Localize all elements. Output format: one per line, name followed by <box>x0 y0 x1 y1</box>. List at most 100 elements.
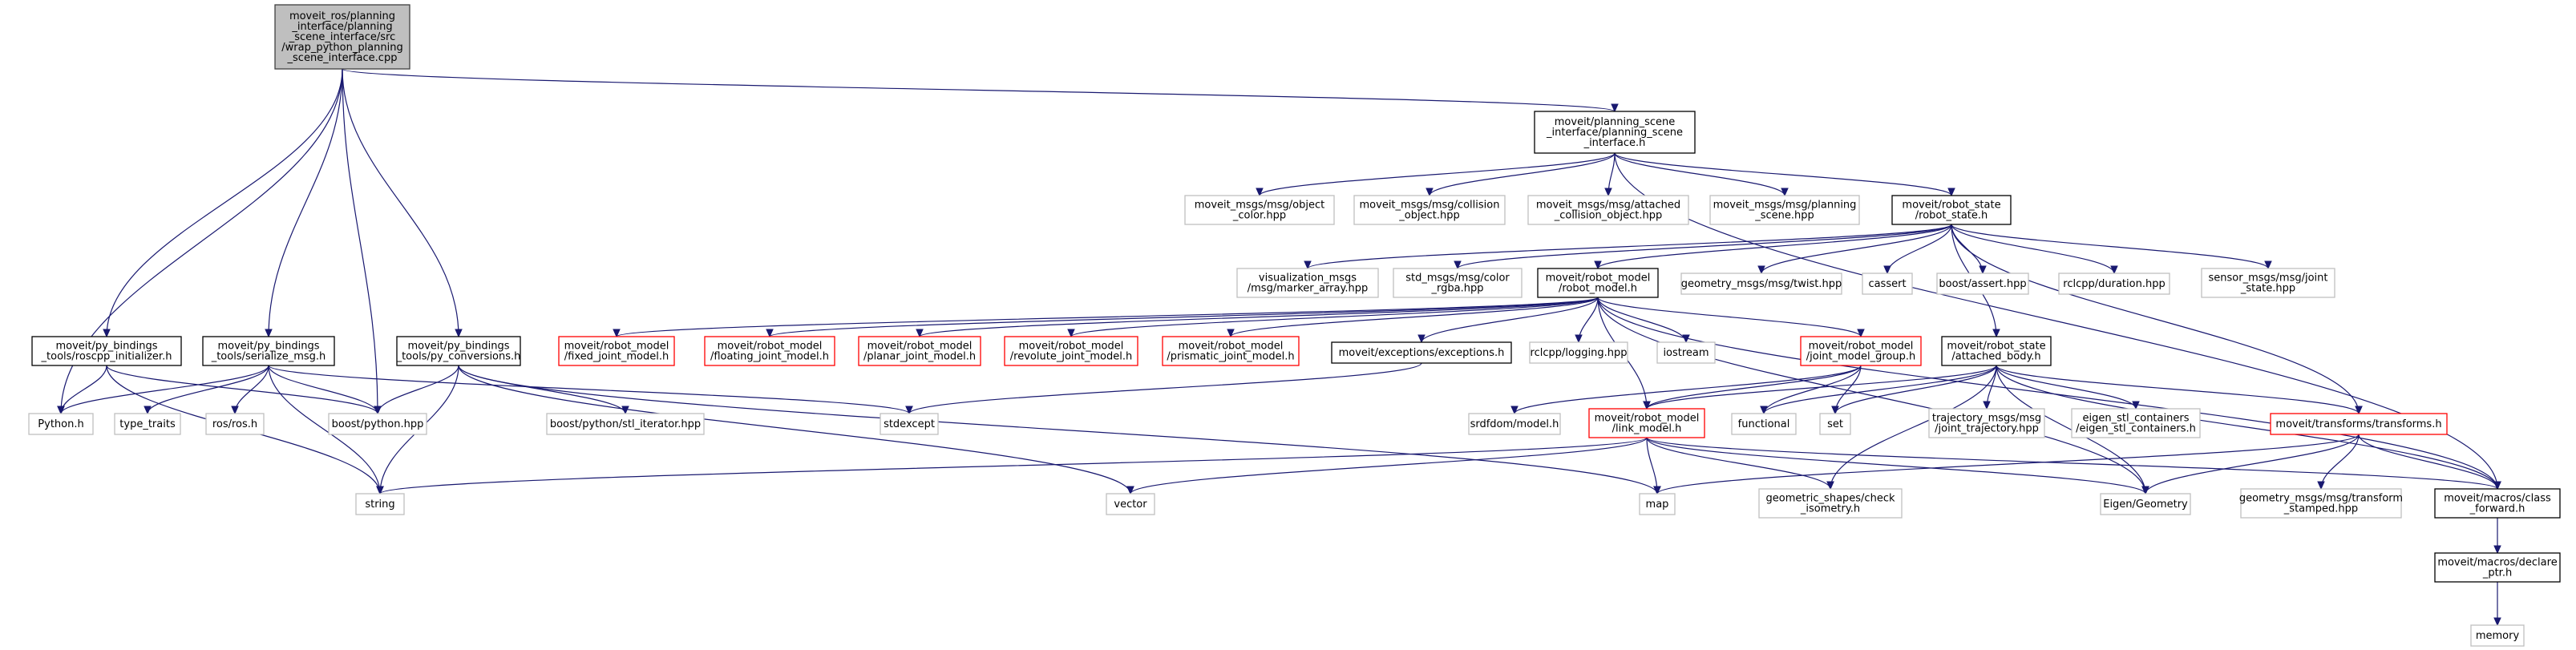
node-label-line: iostream <box>1663 347 1709 359</box>
edge-psi-to-robot_state <box>1614 152 1955 197</box>
edge-robot_model-to-pris_jm <box>1227 297 1599 338</box>
node-label-line: moveit_ros/planning <box>289 10 395 22</box>
node-float-jm[interactable]: moveit/robot_model/floating_joint_model.… <box>704 336 835 366</box>
node-label-line: moveit/robot_model <box>1809 341 1914 353</box>
node-label-line: /robot_model.h <box>1559 283 1637 295</box>
node-boost-python: boost/python.hpp <box>328 413 427 435</box>
edge-root-to-serialize <box>265 68 343 338</box>
node-exceptions[interactable]: moveit/exceptions/exceptions.h <box>1331 341 1512 364</box>
node-declare-ptr[interactable]: moveit/macros/declare_ptr.h <box>2434 552 2561 583</box>
edge-jmg-to-srdf <box>1510 365 1862 415</box>
node-label-line: moveit/macros/declare <box>2437 557 2557 569</box>
edge-robot_model-to-rev_jm <box>1067 297 1599 338</box>
node-label-line: /fixed_joint_model.h <box>564 351 669 363</box>
node-label-line: _tools/py_conversions.h <box>396 351 521 363</box>
node-label-line: ros/ros.h <box>212 418 257 430</box>
edge-robot_model-to-jmg <box>1597 297 1865 338</box>
node-label-line: /msg/marker_array.hpp <box>1248 283 1368 295</box>
edge-link_model-to-string <box>376 437 1648 495</box>
node-logging: rclcpp/logging.hpp <box>1529 341 1628 364</box>
edge-exceptions-to-stdexcept <box>905 362 1422 415</box>
node-class-fwd[interactable]: moveit/macros/class_forward.h <box>2434 488 2561 519</box>
node-layer: moveit_ros/planning_interface/planning_s… <box>28 4 2561 647</box>
node-jmg[interactable]: moveit/robot_model/joint_model_group.h <box>1800 336 1922 366</box>
node-label-line: moveit/py_bindings <box>55 341 157 353</box>
edge-jmg-to-link_model <box>1643 365 1862 410</box>
node-ros-h: ros/ros.h <box>205 413 265 435</box>
node-label-line: eigen_stl_containers <box>2083 413 2190 425</box>
node-label-line: boost/assert.hpp <box>1939 278 2026 290</box>
node-fixed-jm[interactable]: moveit/robot_model/fixed_joint_model.h <box>558 336 675 366</box>
node-python-h: Python.h <box>28 413 94 435</box>
node-label-line: /floating_joint_model.h <box>710 351 829 363</box>
edge-robot_model-to-exceptions <box>1417 297 1599 344</box>
node-label-line: geometry_msgs/msg/transform <box>2239 493 2403 505</box>
edge-robot_model-to-planar_jm <box>916 297 1599 338</box>
node-roscpp-init[interactable]: moveit/py_bindings_tools/roscpp_initiali… <box>31 336 182 366</box>
node-color-rgba: std_msgs/msg/color_rgba.hpp <box>1393 268 1523 298</box>
edge-robot_state-to-robot_model <box>1594 224 1952 270</box>
node-label-line: _object.hpp <box>1398 210 1459 222</box>
node-label-line: _interface/planning_scene <box>1546 127 1683 139</box>
node-vector: vector <box>1106 493 1155 515</box>
node-label-line: /wrap_python_planning <box>281 42 402 54</box>
node-label-line: moveit/py_bindings <box>407 341 509 353</box>
node-label-line: _interface/planning <box>291 21 392 33</box>
node-py-conv[interactable]: moveit/py_bindings_tools/py_conversions.… <box>396 336 521 366</box>
node-label-line: geometry_msgs/msg/twist.hpp <box>1681 278 1842 290</box>
node-label-line: moveit/robot_model <box>1595 413 1700 425</box>
node-label-line: moveit_msgs/msg/planning <box>1713 200 1857 212</box>
node-transforms[interactable]: moveit/transforms/transforms.h <box>2270 413 2448 435</box>
node-coll-obj: moveit_msgs/msg/collision_object.hpp <box>1353 195 1506 225</box>
edge-robot_state-to-cassert <box>1883 224 1952 275</box>
node-serialize[interactable]: moveit/py_bindings_tools/serialize_msg.h <box>202 336 335 366</box>
node-root[interactable]: moveit_ros/planning_interface/planning _s… <box>274 4 410 70</box>
node-label-line: _tools/roscpp_initializer.h <box>41 351 172 363</box>
node-robot-model[interactable]: moveit/robot_model/robot_model.h <box>1537 268 1659 298</box>
node-stdexcept: stdexcept <box>880 413 939 435</box>
node-check-iso: geometric_shapes/check_isometry.h <box>1758 488 1903 519</box>
node-string: string <box>355 493 405 515</box>
edge-robot_model-to-logging <box>1575 297 1599 344</box>
edge-roscpp_init-to-python_h <box>57 365 107 415</box>
edge-attached-to-set <box>1831 365 1997 415</box>
edge-robot_model-to-float_jm <box>766 297 1599 338</box>
edge-py_conv-to-boost_python <box>374 365 459 415</box>
node-label-line: _scene_interface.cpp <box>287 52 398 64</box>
node-attached[interactable]: moveit/robot_state/attached_body.h <box>1941 336 2052 366</box>
node-label-line: /eigen_stl_containers.h <box>2076 423 2196 435</box>
node-link-model[interactable]: moveit/robot_model/link_model.h <box>1588 408 1705 438</box>
node-label-line: set <box>1827 418 1843 430</box>
edge-transforms-to-tf_stamped <box>2317 434 2360 491</box>
edge-transforms-to-eigen_geo <box>2141 434 2360 495</box>
node-label-line: cassert <box>1868 278 1906 290</box>
node-label-line: moveit_msgs/msg/object <box>1195 200 1325 212</box>
node-ps-msg: moveit_msgs/msg/planning_scene.hpp <box>1709 195 1860 225</box>
node-label-line: _color.hpp <box>1232 210 1286 222</box>
node-functional: functional <box>1731 413 1797 435</box>
node-label-line: _state.hpp <box>2240 283 2295 295</box>
edge-robot_state-to-transforms <box>1951 224 2363 415</box>
node-iostream: iostream <box>1656 341 1716 364</box>
node-eigen-geo: Eigen/Geometry <box>2100 493 2191 515</box>
edge-robot_state-to-marker <box>1304 224 1952 270</box>
edge-psi-to-ps_msg <box>1614 152 1789 197</box>
node-label-line: std_msgs/msg/color <box>1405 273 1510 285</box>
node-planar-jm[interactable]: moveit/robot_model/planar_joint_model.h <box>858 336 981 366</box>
edge-attached-to-transforms <box>1996 365 2363 415</box>
edge-serialize-to-python_h <box>57 365 269 415</box>
edge-robot_state-to-sensor_js <box>1951 224 2272 270</box>
node-label-line: /link_model.h <box>1612 423 1682 435</box>
edge-serialize-to-ros_h <box>231 365 269 415</box>
node-pris-jm[interactable]: moveit/robot_model/prismatic_joint_model… <box>1162 336 1300 366</box>
edge-robot_model-to-fixed_jm <box>613 297 1599 338</box>
edge-root-to-psi <box>342 68 1619 113</box>
node-robot-state[interactable]: moveit/robot_state/robot_state.h <box>1891 195 2012 225</box>
node-label-line: /robot_state.h <box>1915 210 1988 222</box>
edge-transforms-to-map <box>1653 434 2360 495</box>
node-rev-jm[interactable]: moveit/robot_model/revolute_joint_model.… <box>1004 336 1138 366</box>
node-label-line: moveit/py_bindings <box>217 341 319 353</box>
node-psi[interactable]: moveit/planning_scene_interface/planning… <box>1534 111 1696 154</box>
node-memory: memory <box>2470 624 2525 647</box>
node-map: map <box>1639 493 1676 515</box>
